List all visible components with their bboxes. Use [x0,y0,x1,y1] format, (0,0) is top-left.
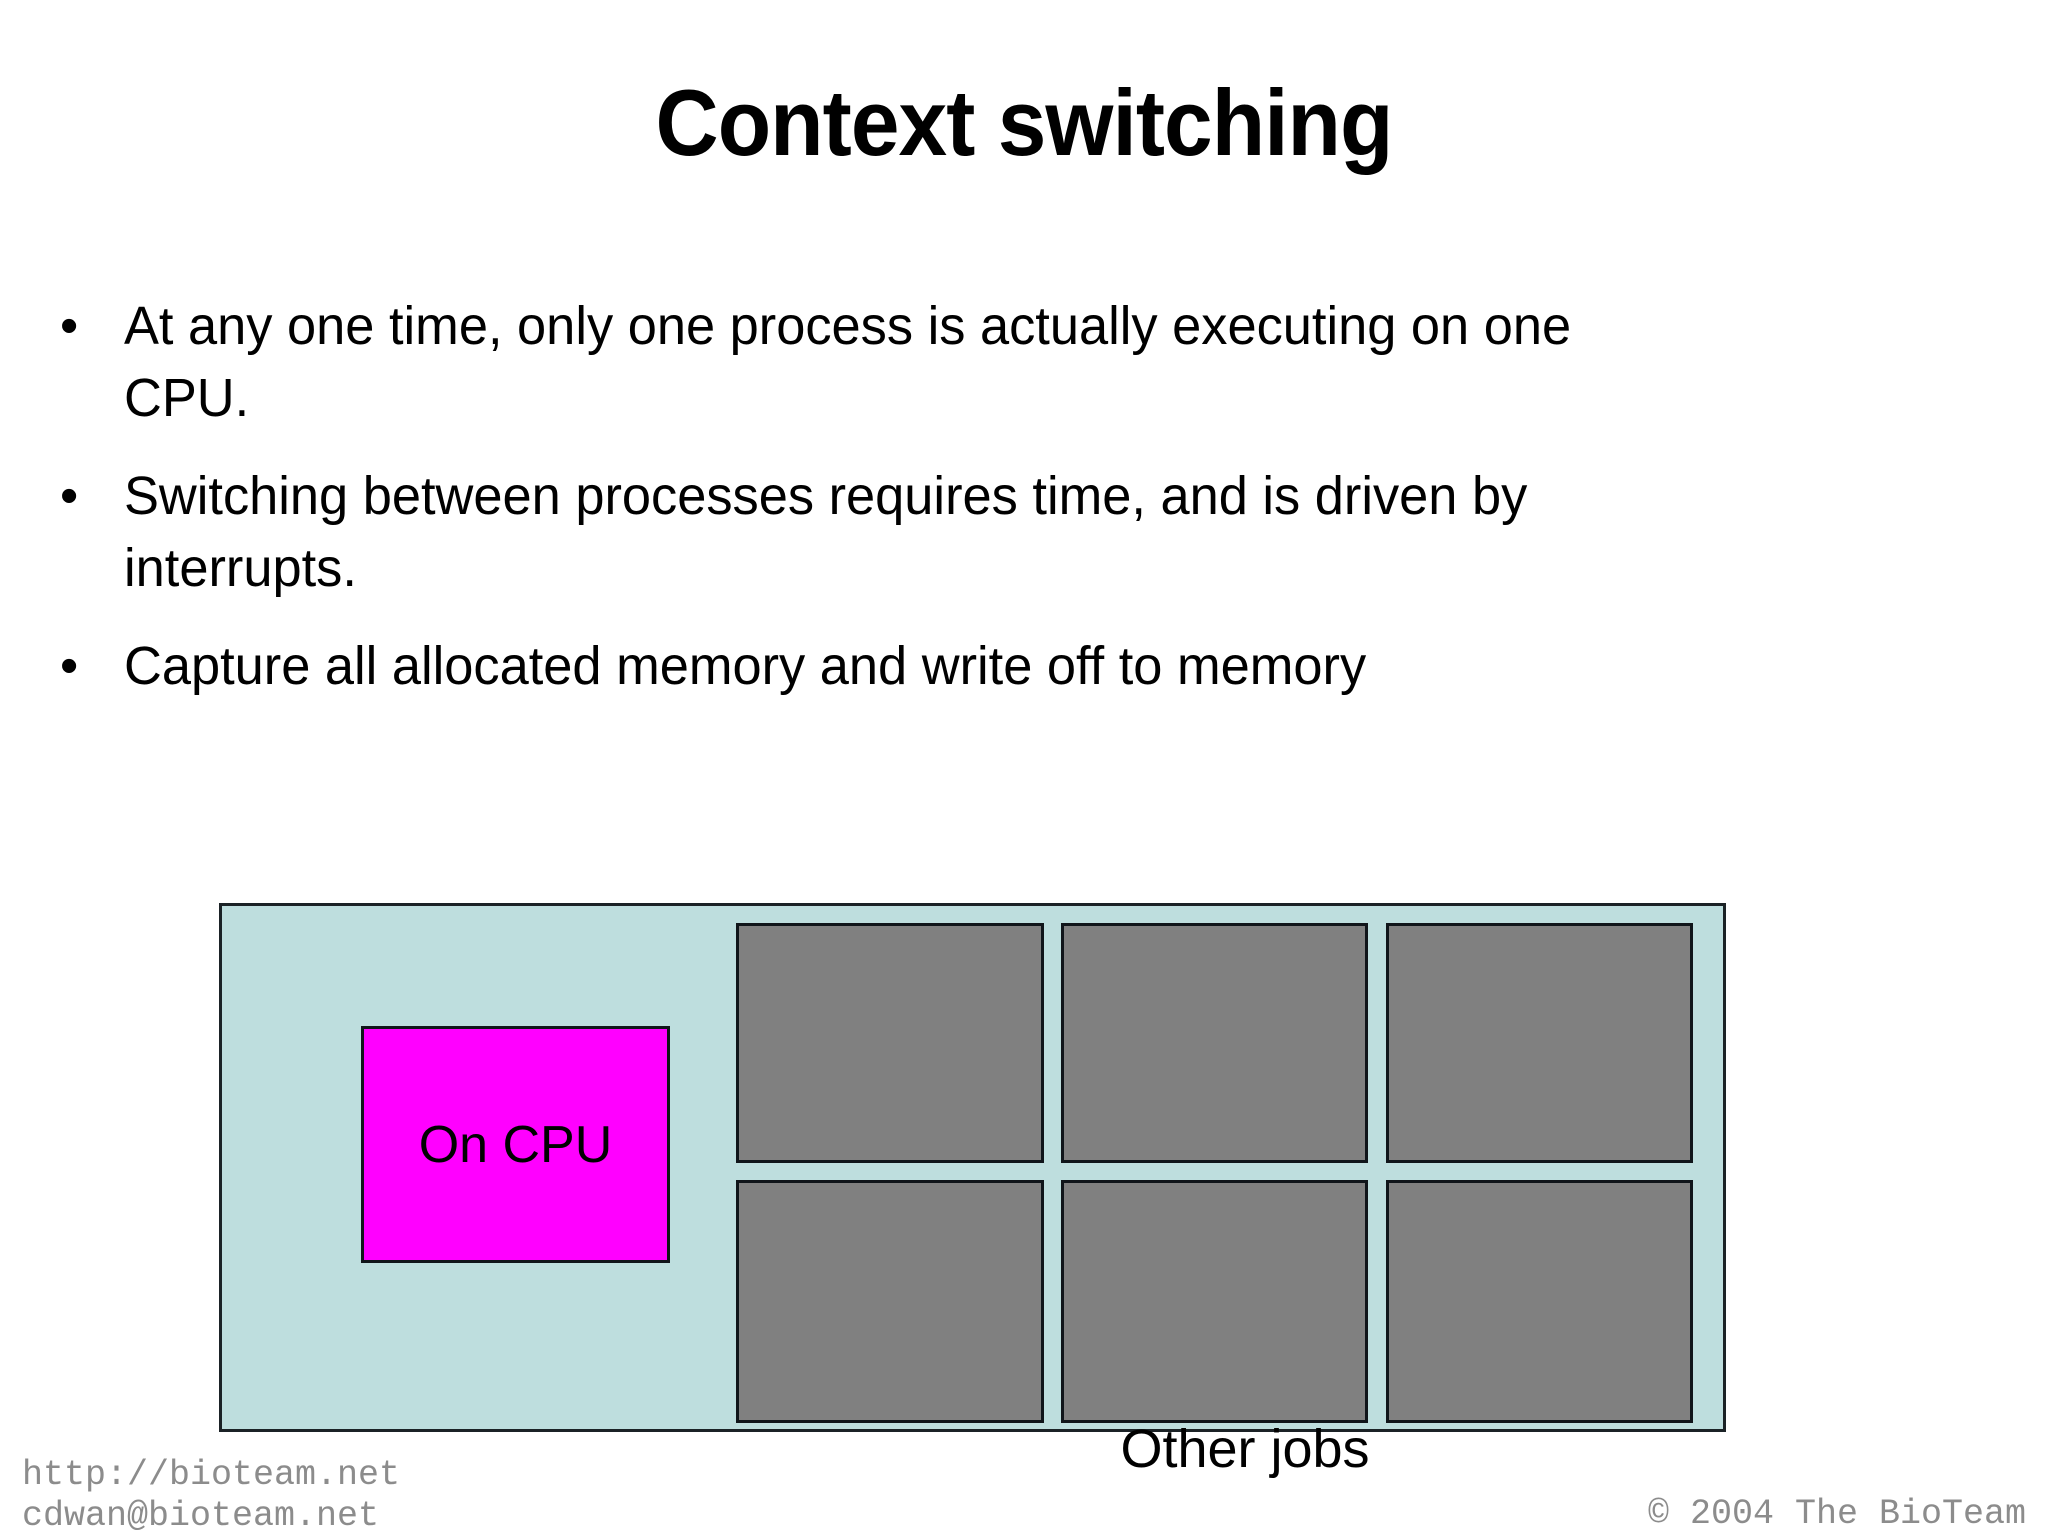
bullet-point-icon: • [60,297,79,355]
job-box-r1-c1 [1061,1180,1368,1423]
list-item: • Switching between processes requires t… [46,460,1726,604]
memory-container-box: On CPU [219,903,1726,1432]
job-box-r0-c1 [1061,923,1368,1163]
bullet-text-2: Switching between processes requires tim… [124,466,1528,598]
bullet-text-3: Capture all allocated memory and write o… [124,636,1367,696]
list-item: • At any one time, only one process is a… [46,290,1726,434]
bullet-list: • At any one time, only one process is a… [46,290,1726,728]
bullet-point-icon: • [60,467,79,525]
page-title: Context switching [655,70,1394,175]
footer-copyright: © 2004 The BioTeam [1647,1494,2026,1534]
footer-email: cdwan@bioteam.net [22,1496,380,1536]
context-switch-diagram: On CPU [219,903,1726,1432]
job-box-r0-c0 [736,923,1044,1163]
other-jobs-caption: Other jobs [1120,1419,1370,1479]
bullet-text-1: At any one time, only one process is act… [124,296,1572,428]
job-box-r0-c2 [1386,923,1693,1163]
footer-url: http://bioteam.net [22,1455,401,1495]
job-box-r1-c0 [736,1180,1044,1423]
on-cpu-label: On CPU [418,1115,613,1174]
on-cpu-box: On CPU [361,1026,670,1263]
footer-contact: http://bioteam.net cdwan@bioteam.net [22,1455,400,1537]
job-box-r1-c2 [1386,1180,1693,1423]
list-item: • Capture all allocated memory and write… [46,630,1726,702]
bullet-point-icon: • [60,637,79,695]
